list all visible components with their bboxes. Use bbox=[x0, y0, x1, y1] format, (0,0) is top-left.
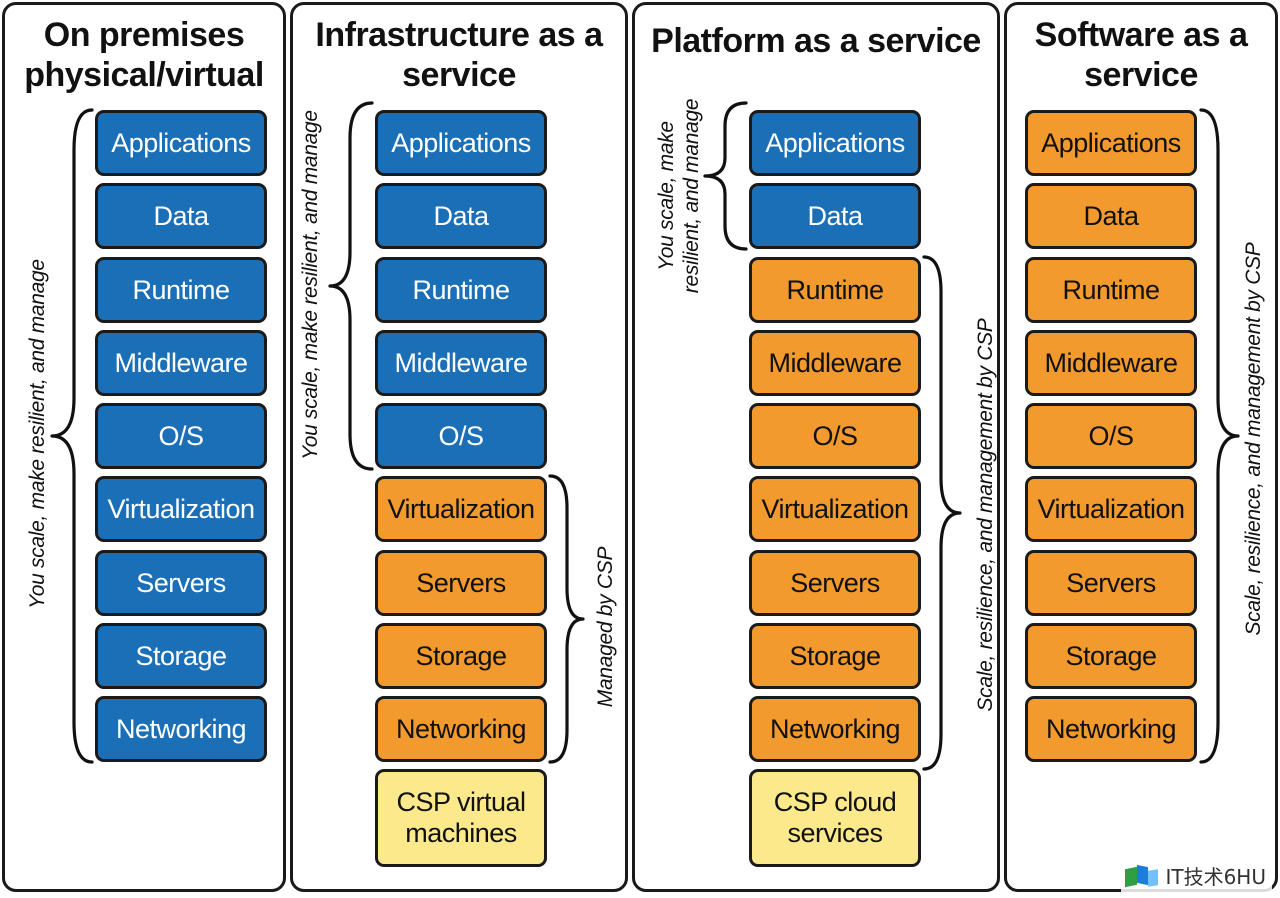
layer-servers: Servers bbox=[1025, 550, 1197, 616]
layer-runtime: Runtime bbox=[95, 257, 267, 323]
layer-applications: Applications bbox=[749, 110, 921, 176]
layer-applications: Applications bbox=[375, 110, 547, 176]
column-title: On premises physical/virtual bbox=[24, 16, 264, 94]
layer-runtime: Runtime bbox=[1025, 257, 1197, 323]
layer-storage: Storage bbox=[375, 623, 547, 689]
layer-os: O/S bbox=[375, 403, 547, 469]
layer-networking: Networking bbox=[95, 696, 267, 762]
label-managed-by-csp: Managed by CSP bbox=[594, 546, 617, 708]
layer-applications: Applications bbox=[95, 110, 267, 176]
layer-storage: Storage bbox=[95, 623, 267, 689]
layer-storage: Storage bbox=[1025, 623, 1197, 689]
layer-virtualization: Virtualization bbox=[1025, 476, 1197, 542]
watermark-text: IT技术6HU bbox=[1165, 865, 1266, 889]
layer-runtime: Runtime bbox=[749, 257, 921, 323]
layer-os: O/S bbox=[749, 403, 921, 469]
layer-networking: Networking bbox=[375, 696, 547, 762]
watermark-logo-icon bbox=[1125, 864, 1159, 888]
layer-middleware: Middleware bbox=[375, 330, 547, 396]
layer-middleware: Middleware bbox=[749, 330, 921, 396]
layer-storage: Storage bbox=[749, 623, 921, 689]
label-you-manage: You scale, make resilient, and manage bbox=[299, 110, 322, 460]
label-managed-by-csp: Scale, resilience, and management by CSP bbox=[974, 318, 997, 712]
layer-virtualization: Virtualization bbox=[95, 476, 267, 542]
label-managed-by-csp: Scale, resilience, and management by CSP bbox=[1242, 242, 1265, 636]
layer-os: O/S bbox=[1025, 403, 1197, 469]
layer-networking: Networking bbox=[1025, 696, 1197, 762]
layer-applications: Applications bbox=[1025, 110, 1197, 176]
layer-csp-virtual-machines: CSP virtual machines bbox=[375, 769, 547, 867]
label-you-manage: You scale, make resilient, and manage bbox=[655, 98, 703, 294]
layer-servers: Servers bbox=[95, 550, 267, 616]
layer-virtualization: Virtualization bbox=[375, 476, 547, 542]
column-title: Software as a service bbox=[1034, 16, 1248, 94]
layer-networking: Networking bbox=[749, 696, 921, 762]
layer-servers: Servers bbox=[375, 550, 547, 616]
layer-data: Data bbox=[1025, 183, 1197, 249]
layer-data: Data bbox=[749, 183, 921, 249]
column-title: Platform as a service bbox=[651, 22, 981, 60]
layer-data: Data bbox=[375, 183, 547, 249]
layer-virtualization: Virtualization bbox=[749, 476, 921, 542]
layer-servers: Servers bbox=[749, 550, 921, 616]
layer-middleware: Middleware bbox=[95, 330, 267, 396]
layer-csp-cloud-services: CSP cloud services bbox=[749, 769, 921, 867]
layer-data: Data bbox=[95, 183, 267, 249]
layer-os: O/S bbox=[95, 403, 267, 469]
label-you-manage: You scale, make resilient, and manage bbox=[26, 259, 49, 609]
layer-middleware: Middleware bbox=[1025, 330, 1197, 396]
column-title: Infrastructure as a service bbox=[315, 16, 603, 94]
layer-runtime: Runtime bbox=[375, 257, 547, 323]
watermark: IT技术6HU bbox=[1121, 859, 1272, 892]
